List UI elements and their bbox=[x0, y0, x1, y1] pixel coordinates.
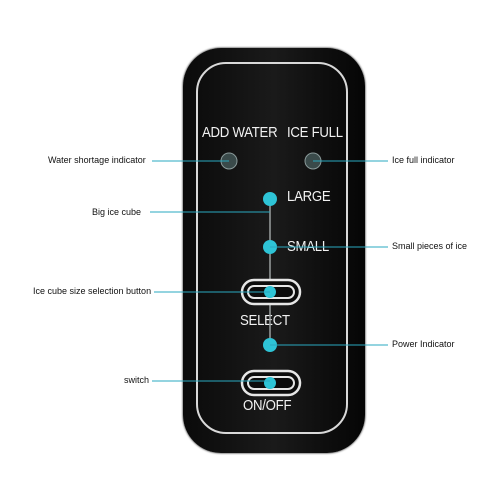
on-off-label: ON/OFF bbox=[243, 397, 292, 414]
add-water-label: ADD WATER bbox=[202, 124, 278, 141]
callout-size-select: Ice cube size selection button bbox=[33, 286, 152, 296]
callout-small-ice: Small pieces of ice bbox=[392, 241, 468, 251]
callout-ice-full: Ice full indicator bbox=[392, 155, 455, 165]
select-label: SELECT bbox=[240, 312, 290, 329]
large-led bbox=[263, 192, 277, 206]
callout-water-shortage: Water shortage indicator bbox=[48, 155, 146, 165]
callout-power: Power Indicator bbox=[392, 339, 455, 349]
on-off-button[interactable] bbox=[240, 369, 302, 397]
panel-bezel bbox=[196, 62, 348, 434]
ice-full-label: ICE FULL bbox=[287, 124, 343, 141]
callout-big-ice: Big ice cube bbox=[92, 207, 142, 217]
callout-switch: switch bbox=[124, 375, 150, 385]
large-label: LARGE bbox=[287, 188, 331, 205]
